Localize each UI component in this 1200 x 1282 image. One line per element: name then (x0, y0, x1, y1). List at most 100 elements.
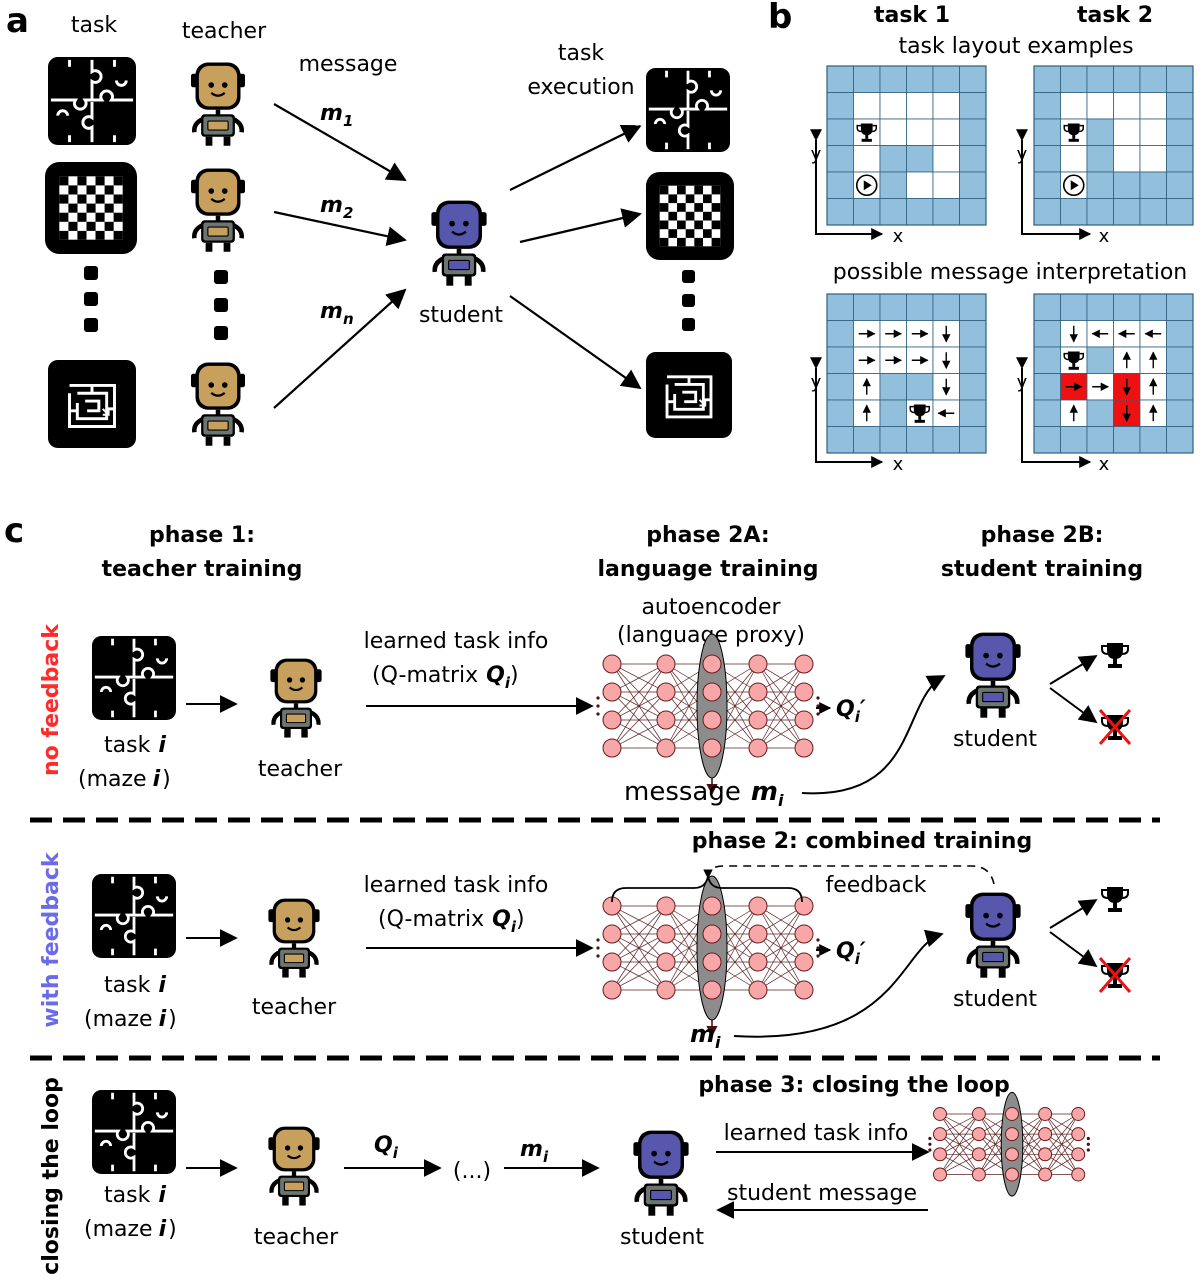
grid-cell (959, 65, 987, 93)
network-node (602, 682, 622, 702)
arrow (273, 288, 407, 409)
network-node (1005, 1167, 1019, 1182)
network-node (702, 654, 722, 674)
axes (1016, 357, 1092, 468)
grid-cell (853, 293, 881, 321)
arrow (1049, 931, 1098, 968)
network-node (1005, 1107, 1019, 1121)
mi-label: mi (520, 1137, 549, 1166)
grid-cell (1166, 92, 1194, 120)
grid-cell (826, 92, 854, 120)
grid-cell (932, 426, 960, 454)
panel-b: b task 1 task 2 task layout examples pos… (768, 0, 1194, 475)
network-node (1071, 1167, 1086, 1182)
network-node (971, 1127, 986, 1142)
grid-cell (853, 65, 881, 93)
task-execution-label-line2: execution (527, 75, 634, 100)
grid-cell (1060, 65, 1088, 93)
grid-cell (1113, 65, 1141, 93)
arrow (1049, 655, 1098, 685)
grid-cell (1166, 198, 1194, 226)
autoencoder-label: autoencoder (641, 595, 781, 620)
grid-cell (959, 171, 987, 199)
grid-cell (1166, 293, 1194, 321)
grid-cell (959, 320, 987, 348)
grid-cell (1086, 65, 1114, 93)
network-node (656, 980, 676, 1000)
learned-task-info-label: learned task info (364, 873, 549, 898)
vertical-dots (682, 270, 695, 331)
ellipsis-dot (596, 712, 600, 716)
arrow (1049, 687, 1098, 724)
x-axis-label: x (1099, 454, 1110, 475)
grid-cell (879, 145, 907, 173)
student-label: student (419, 303, 503, 328)
cross-icon (1098, 957, 1132, 993)
grid-cell (906, 65, 934, 93)
ellipsis-dot (816, 938, 820, 942)
grid-cell (1086, 118, 1114, 146)
grid-cell (1086, 293, 1114, 321)
grid-cell (1060, 92, 1088, 120)
grid-cell (1033, 399, 1061, 427)
ellipsis-dot (928, 1148, 932, 1152)
network-edge (757, 691, 805, 749)
task-execution-label-line1: task (558, 41, 605, 66)
network-edge (939, 1113, 980, 1135)
network-node (933, 1147, 947, 1162)
message-interpretation-title: possible message interpretation (833, 260, 1188, 285)
network-edge (1044, 1133, 1079, 1175)
network-node (656, 896, 676, 916)
arrow (733, 929, 944, 1038)
y-axis-label: y (811, 144, 822, 165)
student-robot-icon (633, 1131, 688, 1216)
message-m1-label: m1 (320, 101, 353, 130)
ellipsis-dot (816, 712, 820, 716)
teacher-robot-icon (268, 1127, 319, 1206)
grid-cell (1033, 65, 1061, 93)
grid-cell (1139, 92, 1167, 120)
network-node (1071, 1107, 1086, 1121)
axes (810, 129, 884, 240)
checkerboard-executed-icon (646, 172, 734, 260)
grid-cell (879, 65, 907, 93)
puzzle-task-icon (92, 874, 176, 958)
grid-cell (1086, 145, 1114, 173)
grid-cell (879, 118, 907, 146)
grid-cell (1166, 426, 1194, 454)
grid-cell (906, 198, 934, 226)
ellipsis-label: (...) (453, 1159, 491, 1184)
ellipsis-dot (1086, 1136, 1090, 1141)
arrow (519, 208, 642, 244)
student-label: student (620, 1225, 704, 1250)
network-node (656, 682, 676, 702)
ellipsis-dot (596, 946, 600, 950)
grid-cell (1166, 320, 1194, 348)
network-edge (757, 933, 805, 991)
student-robot-icon (965, 893, 1020, 978)
network-node (1071, 1147, 1086, 1162)
phase1-header: phase 1: (149, 523, 255, 548)
phase1-header: teacher training (102, 557, 303, 582)
grid-cell (853, 145, 881, 173)
ellipsis-dot (1086, 1142, 1090, 1146)
row-label-with-feedback: with feedback (39, 851, 64, 1027)
panel-c: c phase 1: teacher training phase 2A: la… (4, 511, 1160, 1275)
phase2a-header: phase 2A: (646, 523, 769, 548)
grid-cell (906, 118, 934, 146)
task-layout-title: task layout examples (898, 34, 1133, 59)
grid-cell (1139, 65, 1167, 93)
grid-cell (1033, 320, 1061, 348)
network-edge (611, 719, 667, 749)
grid-cell (932, 171, 960, 199)
grid-cell (1113, 293, 1141, 321)
grid-cell (1113, 171, 1141, 199)
grid-cell (959, 346, 987, 374)
teacher-robot-icon (268, 899, 319, 978)
message-mi-label: mi (690, 1020, 721, 1052)
network-node (748, 710, 768, 730)
grid-cell (1033, 171, 1061, 199)
